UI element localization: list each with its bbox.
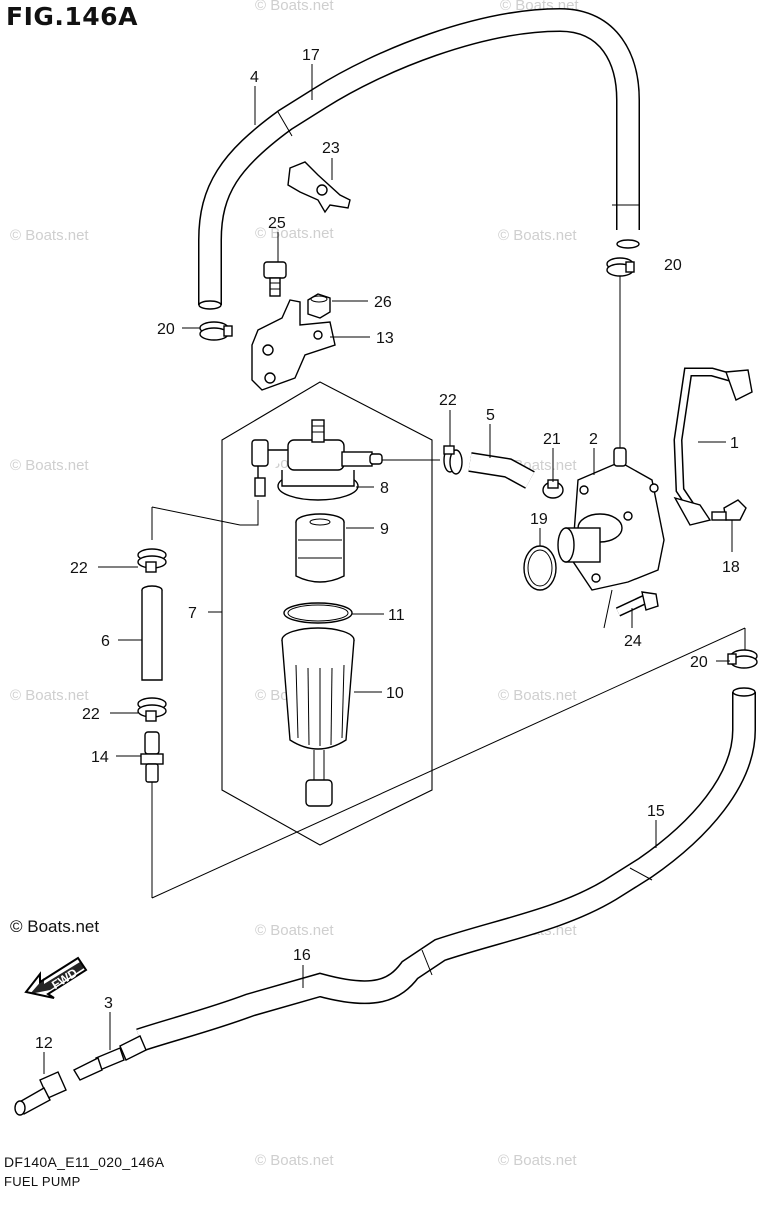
watermark: © Boats.net [498,687,577,704]
watermark: © Boats.net [255,1152,334,1169]
callout-16: 16 [293,947,311,964]
nut-26 [307,293,331,319]
callout-2: 2 [589,431,598,448]
fuel-pump-2 [557,258,665,591]
diagram-code: DF140A_E11_020_146A [4,1154,165,1170]
callout-1: 1 [730,435,739,452]
hose-15-16 [136,687,756,1052]
callout-17: 17 [302,47,320,64]
filter-assembly-box [221,381,433,846]
fwd-arrow-icon: FWD [24,956,88,999]
callout-6: 6 [101,633,110,650]
clamp-22-left-top [137,548,167,573]
clamp-22-left-bottom [137,697,167,722]
callout-20-left: 20 [157,321,175,338]
clamp-20-left [199,321,233,341]
filter-cup-10 [281,627,355,807]
hose-17 [198,7,640,310]
watermark: © Boats.net [255,922,334,939]
diagram-subtitle: FUEL PUMP [4,1174,81,1189]
figure-title: FIG.146A [6,2,138,31]
callout-3: 3 [104,995,113,1012]
connection-lines [151,500,746,899]
callout-5: 5 [486,407,495,424]
callout-15: 15 [647,803,665,820]
clamp-21 [542,479,564,499]
callout-7: 7 [188,605,197,622]
callout-18: 18 [722,559,740,576]
leader-lines [43,64,733,1074]
callout-22-left-top: 22 [70,560,88,577]
callout-8: 8 [380,480,389,497]
callouts: 17 4 23 25 20 20 26 13 22 5 21 2 1 8 9 1… [35,47,740,1052]
callout-20-right: 20 [664,257,682,274]
bracket-13 [251,299,336,391]
filter-element-9 [295,513,345,583]
bolt-18 [711,499,747,521]
callout-12: 12 [35,1035,53,1052]
callout-22-top: 22 [439,392,457,409]
callout-23: 23 [322,140,340,157]
o-ring-19 [523,545,557,591]
watermark: © Boats.net [255,225,334,242]
watermark: © Boats.net [498,1152,577,1169]
callout-26: 26 [374,294,392,311]
fitting-3 [73,1035,147,1081]
o-ring-11 [283,602,353,624]
callout-21: 21 [543,431,561,448]
hose-5 [382,452,535,489]
clamp-22-top [443,445,463,475]
callout-19: 19 [530,511,548,528]
watermark: © Boats.net [10,227,89,244]
bolt-25 [263,261,287,297]
part-12 [14,1071,67,1116]
brand-label: © Boats.net [10,917,100,936]
callout-4: 4 [250,69,259,86]
callout-13: 13 [376,330,394,347]
bolt-24 [603,589,659,629]
clamp-20-lower [727,649,758,669]
callout-25: 25 [268,215,286,232]
pipe-1 [673,367,753,526]
callout-14: 14 [91,749,109,766]
hose-6 [141,585,163,681]
clamp-23 [287,161,351,214]
watermark: © Boats.net [255,0,334,14]
watermark: © Boats.net [498,227,577,244]
callout-10: 10 [386,685,404,702]
callout-24: 24 [624,633,642,650]
callout-20-lower: 20 [690,654,708,671]
filter-head-8 [251,419,383,501]
fitting-14 [140,731,164,783]
watermark: © Boats.net [10,687,89,704]
callout-22-left-bottom: 22 [82,706,100,723]
callout-9: 9 [380,521,389,538]
clamp-20-right [606,257,635,277]
watermark: © Boats.net [10,457,89,474]
callout-11: 11 [388,607,405,624]
